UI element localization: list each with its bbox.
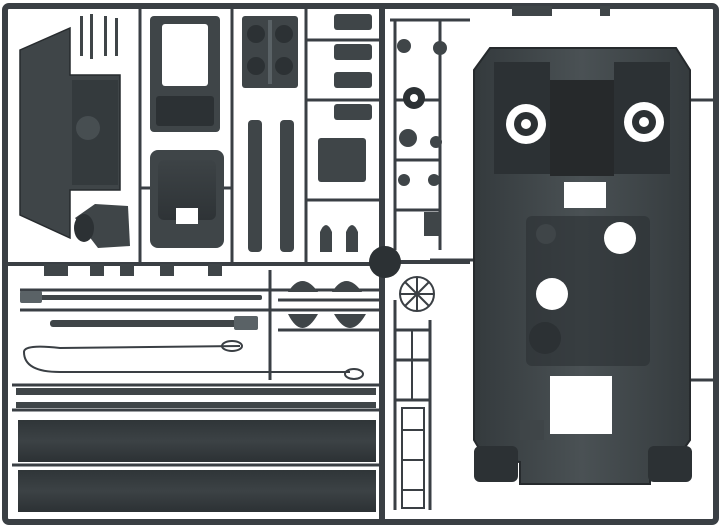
block [334,72,372,88]
rod [115,18,118,56]
rod [80,16,83,56]
cylinder-end [74,214,94,242]
disc [397,39,411,53]
armor-plate-boss [76,116,100,140]
strip [16,402,376,408]
hatch-lower [156,96,214,126]
tow-cable-part [23,340,364,380]
long-strips [16,388,376,512]
fender-panel [18,470,376,512]
vertical-bars [248,120,294,252]
vertical-bar [280,120,294,252]
rod [22,295,262,300]
strip [16,388,376,395]
hull-track-wheel [474,446,518,482]
gate [208,264,222,276]
ladder-frame [401,407,425,509]
hull-hole [564,182,606,208]
wheel [247,25,265,43]
dome [334,314,366,328]
dome [332,281,362,292]
wheel [275,57,293,75]
large-disc [369,246,401,278]
gate [600,6,610,16]
box-part [318,138,366,182]
hull-floor-part [473,47,692,485]
hull-hole-round [536,278,568,310]
block [334,104,372,120]
armor-plate-part [19,26,121,240]
block [424,212,440,236]
disc [430,136,442,148]
tow-cable [23,345,241,353]
rod-end [20,291,42,303]
rod [90,14,93,59]
spoked-wheel-part [399,276,435,312]
wheel-block-part [242,16,298,88]
hatch-frame-part [150,16,220,132]
gate [90,264,104,276]
hull-bay [520,420,544,440]
lower-hatch-hole [176,208,198,224]
disc [433,41,447,55]
vertical-bar [248,120,262,252]
knob-parts [320,225,358,252]
small-rods [80,14,118,59]
wheel [275,25,293,43]
ladder-parts [401,330,425,509]
fan-hub [521,119,531,129]
wheel-block-gap [268,20,272,84]
hull-track-wheel [648,446,692,482]
gate-stubs [44,6,610,276]
gate [120,264,134,276]
fender-panel [18,420,376,462]
cylinder-body [75,204,130,248]
cylinder-part [74,204,130,248]
gate [512,6,552,16]
disc [398,174,410,186]
small-blocks [334,14,372,120]
ring-hole [410,94,418,102]
rod [50,320,250,327]
spoke [404,281,430,307]
gate [160,264,174,276]
hull-hole-square [550,376,612,434]
dome [288,281,318,292]
rod-end [234,316,258,330]
fan [506,104,546,144]
dome-parts [288,281,366,328]
rod [104,16,107,56]
wheel [247,57,265,75]
knob [320,225,332,252]
horizontal-rods [20,291,262,330]
disc [399,129,417,147]
disc [428,174,440,186]
block [334,44,372,60]
hull-boss [536,224,556,244]
lower-hatch-inset [158,160,216,220]
small-round-parts [369,39,447,278]
cable-loop [221,340,243,352]
gate [44,264,68,276]
tow-cable [23,351,350,373]
hull-center-recess [550,80,614,176]
block [334,14,372,30]
hatch-window [162,24,208,86]
lower-hatch-part [150,150,224,248]
fan [624,102,664,142]
cable-loop [344,368,364,380]
fan-hub [639,117,649,127]
knob [346,225,358,252]
dome [288,314,318,328]
hull-hole-round [604,222,636,254]
hull-boss [529,322,561,354]
